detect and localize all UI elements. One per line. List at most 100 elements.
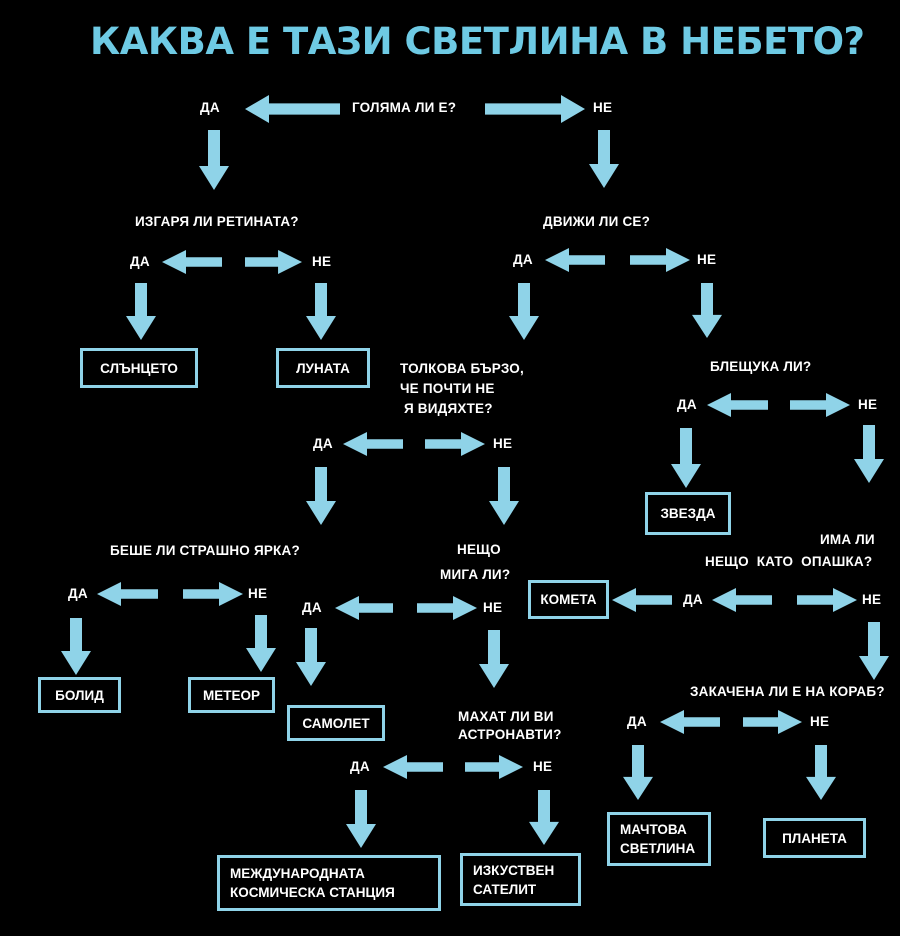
arrow-right-icon [630,248,690,272]
arrow-shape [245,250,302,274]
question-blinks-line1: НЕЩО [457,542,501,557]
question-fast-line3: Я ВИДЯХТЕ? [400,401,493,416]
arrow-left-icon [707,393,768,417]
question-retina: ИЗГАРЯ ЛИ РЕТИНАТА? [135,214,299,229]
arrow-shape [854,425,884,483]
arrow-down-icon [61,618,91,675]
no-label: НЕ [593,100,613,115]
answer-satellite-line2: САТЕЛИТ [473,881,537,897]
answer-meteor: МЕТЕОР [188,677,275,713]
arrow-shape [199,130,229,190]
arrow-down-icon [199,130,229,190]
yes-label: ДА [130,254,150,269]
answer-iss-line2: КОСМИЧЕСКА СТАНЦИЯ [230,885,395,900]
arrow-right-icon [245,250,302,274]
arrow-left-icon [335,596,393,620]
yes-label: ДА [677,397,697,412]
arrow-left-icon [712,588,772,612]
arrow-right-icon [743,710,802,734]
arrow-shape [306,467,336,525]
arrow-right-icon [790,393,850,417]
arrow-shape [692,283,722,338]
question-fast-line2: ЧЕ ПОЧТИ НЕ [400,381,495,396]
question-astronauts-line1: МАХАТ ЛИ ВИ [458,709,554,724]
arrow-shape [743,710,802,734]
arrow-right-icon [797,588,857,612]
arrow-shape [712,588,772,612]
arrow-shape [383,755,443,779]
arrow-left-icon [343,432,403,456]
arrow-down-icon [623,745,653,800]
yes-label: ДА [200,100,220,115]
arrow-left-icon [660,710,720,734]
arrow-shape [489,467,519,525]
arrow-shape [859,622,889,680]
arrow-down-icon [346,790,376,848]
answer-satellite-line1: ИЗКУСТВЕН [473,862,555,878]
arrow-left-icon [162,250,222,274]
arrow-shape [183,582,243,606]
question-bright: БЕШЕ ЛИ СТРАШНО ЯРКА? [110,543,300,558]
answer-iss: МЕЖДУНАРОДНАТА КОСМИЧЕСКА СТАНЦИЯ [217,855,441,911]
no-label: НЕ [248,586,268,601]
yes-label: ДА [313,436,333,451]
arrow-shape [162,250,222,274]
question-twinkles: БЛЕЩУКА ЛИ? [710,359,812,374]
arrow-left-icon [245,95,340,123]
arrow-down-icon [589,130,619,188]
question-moves: ДВИЖИ ЛИ СЕ? [543,214,651,229]
no-label: НЕ [483,600,503,615]
answer-fireball: БОЛИД [38,677,121,713]
question-blinks-line2: МИГА ЛИ? [440,567,511,582]
answer-sun: СЛЪНЦЕТО [80,348,198,388]
arrow-down-icon [529,790,559,845]
arrow-shape [479,630,509,688]
arrow-shape [346,790,376,848]
arrow-shape [126,283,156,340]
arrow-shape [245,95,340,123]
no-label: НЕ [533,759,553,774]
arrow-right-icon [417,596,477,620]
arrow-shape [630,248,690,272]
yes-label: ДА [68,586,88,601]
arrow-shape [545,248,605,272]
answer-star: ЗВЕЗДА [645,492,731,535]
arrow-down-icon [509,283,539,340]
arrow-shape [797,588,857,612]
arrow-down-icon [859,622,889,680]
arrow-shape [425,432,485,456]
arrow-left-icon [97,582,158,606]
arrow-shape [97,582,158,606]
arrow-shape [707,393,768,417]
arrow-shape [790,393,850,417]
arrow-shape [343,432,403,456]
answer-iss-line1: МЕЖДУНАРОДНАТА [230,866,365,881]
arrow-right-icon [485,95,585,123]
yes-label: ДА [627,714,647,729]
arrow-shape [335,596,393,620]
yes-label: ДА [350,759,370,774]
arrow-shape [417,596,477,620]
arrow-right-icon [425,432,485,456]
arrow-down-icon [306,467,336,525]
arrow-down-icon [246,615,276,672]
arrow-down-icon [489,467,519,525]
answer-mast-line1: МАЧТОВА [620,822,687,837]
arrow-down-icon [306,283,336,340]
answer-satellite: ИЗКУСТВЕН САТЕЛИТ [460,853,581,906]
answer-moon: ЛУНАТА [276,348,370,388]
answer-planet: ПЛАНЕТА [763,818,866,858]
no-label: НЕ [697,252,717,267]
arrow-down-icon [692,283,722,338]
arrow-right-icon [465,755,523,779]
no-label: НЕ [810,714,830,729]
answer-comet: КОМЕТА [528,580,609,619]
arrow-down-icon [806,745,836,800]
arrow-shape [612,588,672,612]
yes-label: ДА [513,252,533,267]
arrow-shape [660,710,720,734]
question-ship: ЗАКАЧЕНА ЛИ Е НА КОРАБ? [690,684,885,699]
arrow-down-icon [479,630,509,688]
arrow-shape [485,95,585,123]
no-label: НЕ [312,254,332,269]
